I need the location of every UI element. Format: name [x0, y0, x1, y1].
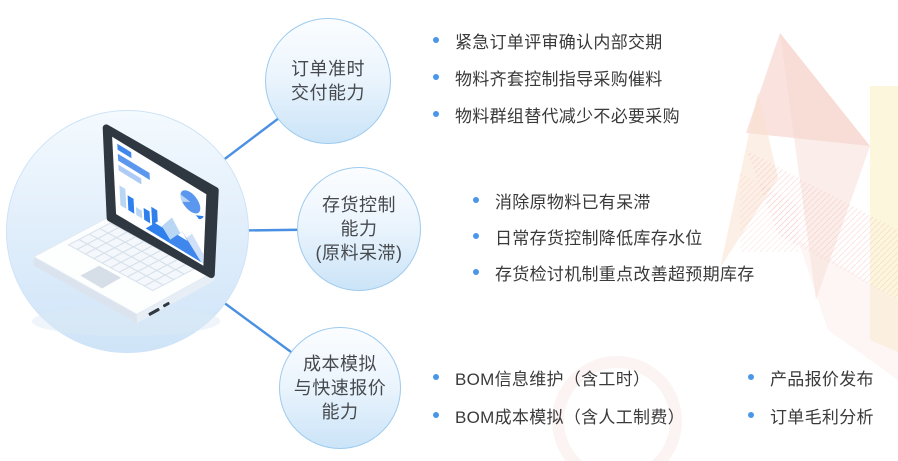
- node-label: 成本模拟 与快速报价 能力: [294, 352, 387, 424]
- bullet-list-order-delivery: 紧急订单评审确认内部交期 物料齐套控制指导采购催料 物料群组替代减少不必要采购: [433, 27, 680, 138]
- list-item: 存货检讨机制重点改善超预期库存: [473, 259, 755, 285]
- list-item: 订单毛利分析: [748, 402, 874, 428]
- list-item: 消除原物料已有呆滞: [473, 187, 755, 213]
- bullet-dot-icon: [473, 233, 479, 239]
- node-label: 订单准时 交付能力: [291, 57, 365, 105]
- bullet-text: BOM信息维护（含工时）: [455, 369, 651, 389]
- bullet-list-cost-quotation-right: 产品报价发布 订单毛利分析: [748, 364, 874, 440]
- bullet-dot-icon: [433, 374, 439, 380]
- hub-circle: [6, 110, 249, 353]
- node-label-line: 存货控制: [322, 195, 396, 215]
- bullet-text: 物料群组替代减少不必要采购: [455, 106, 680, 126]
- list-item: BOM成本模拟（含人工制费）: [433, 402, 685, 428]
- bullet-text: 存货检讨机制重点改善超预期库存: [495, 264, 755, 284]
- list-item: 物料齐套控制指导采购催料: [433, 64, 680, 90]
- bullet-list-inventory-control: 消除原物料已有呆滞 日常存货控制降低库存水位 存货检讨机制重点改善超预期库存: [473, 187, 755, 295]
- bullet-dot-icon: [473, 269, 479, 275]
- node-label-line: 能力: [340, 219, 378, 239]
- bullet-text: 物料齐套控制指导采购催料: [455, 69, 663, 89]
- bullet-dot-icon: [433, 412, 439, 418]
- node-label-line: (原料呆滞): [315, 243, 403, 263]
- node-label-line: 能力: [321, 402, 359, 422]
- node-label: 存货控制 能力 (原料呆滞): [316, 193, 403, 265]
- capability-node-cost-quotation: 成本模拟 与快速报价 能力: [279, 327, 401, 449]
- capability-node-inventory-control: 存货控制 能力 (原料呆滞): [297, 167, 421, 291]
- bullet-text: 产品报价发布: [770, 369, 874, 389]
- bullet-text: 消除原物料已有呆滞: [495, 192, 651, 212]
- bullet-dot-icon: [433, 111, 439, 117]
- decor-triangles: [720, 33, 898, 380]
- bullet-text: 日常存货控制降低库存水位: [495, 228, 703, 248]
- bullet-text: BOM成本模拟（含人工制费）: [455, 407, 685, 427]
- bullet-dot-icon: [748, 412, 754, 418]
- bullet-dot-icon: [433, 74, 439, 80]
- bullet-text: 订单毛利分析: [770, 407, 874, 427]
- node-label-line: 交付能力: [291, 83, 365, 103]
- list-item: 日常存货控制降低库存水位: [473, 223, 755, 249]
- bullet-dot-icon: [433, 37, 439, 43]
- bullet-text: 紧急订单评审确认内部交期: [455, 32, 663, 52]
- bullet-dot-icon: [473, 197, 479, 203]
- list-item: 产品报价发布: [748, 364, 874, 390]
- laptop-icon: [31, 124, 221, 337]
- node-label-line: 成本模拟: [303, 354, 377, 374]
- node-label-line: 订单准时: [291, 59, 365, 79]
- list-item: BOM信息维护（含工时）: [433, 364, 685, 390]
- list-item: 紧急订单评审确认内部交期: [433, 27, 680, 53]
- bullet-dot-icon: [748, 374, 754, 380]
- list-item: 物料群组替代减少不必要采购: [433, 101, 680, 127]
- bullet-list-cost-quotation-left: BOM信息维护（含工时） BOM成本模拟（含人工制费）: [433, 364, 685, 440]
- capability-node-order-delivery: 订单准时 交付能力: [265, 18, 391, 144]
- node-label-line: 与快速报价: [293, 378, 387, 398]
